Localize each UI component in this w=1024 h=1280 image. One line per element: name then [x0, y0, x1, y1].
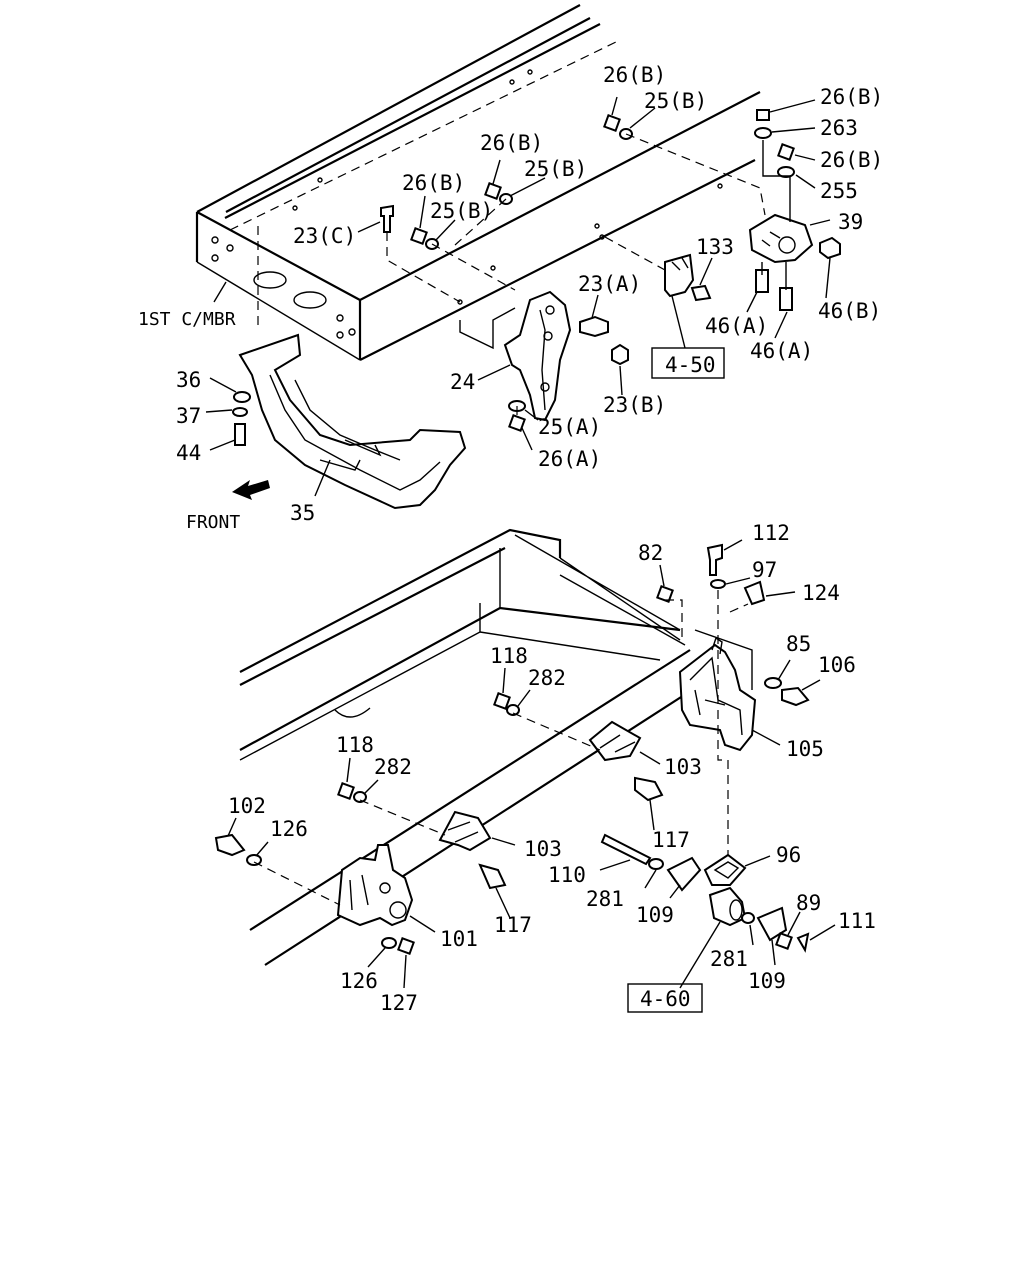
callout-126: 126 — [270, 817, 308, 841]
callout-96: 96 — [776, 843, 801, 867]
lower-fasteners — [214, 543, 810, 955]
callout-36: 36 — [176, 368, 201, 392]
callout-97: 97 — [752, 558, 777, 582]
upper-frame-rail — [195, 4, 761, 361]
callout-25B: 25(B) — [644, 89, 707, 113]
callout-46A: 46(A) — [750, 339, 813, 363]
front-direction-label: FRONT — [186, 512, 240, 533]
callout-1st-crossmember: 1ST C/MBR — [138, 309, 236, 330]
bracket-103-b — [438, 810, 492, 852]
callout-25A: 25(A) — [538, 415, 601, 439]
callout-44: 44 — [176, 441, 201, 465]
lower-frame-rail — [239, 528, 753, 966]
callout-26B: 26(B) — [820, 85, 883, 109]
callout-281: 281 — [710, 947, 748, 971]
callout-109: 109 — [748, 969, 786, 993]
callout-126: 126 — [340, 969, 378, 993]
callout-26B: 26(B) — [820, 148, 883, 172]
bracket-103-a — [588, 720, 642, 762]
callout-35: 35 — [290, 501, 315, 525]
callout-23C: 23(C) — [293, 224, 356, 248]
callout-106: 106 — [818, 653, 856, 677]
bracket-4-50 — [664, 253, 695, 298]
ref-box-4-60 — [627, 983, 703, 1013]
callout-109: 109 — [636, 903, 674, 927]
callout-23A: 23(A) — [578, 272, 641, 296]
callout-263: 263 — [820, 116, 858, 140]
callout-25B: 25(B) — [524, 157, 587, 181]
callout-26A: 26(A) — [538, 447, 601, 471]
callout-89: 89 — [796, 891, 821, 915]
callout-26B: 26(B) — [480, 131, 543, 155]
callout-46B: 46(B) — [818, 299, 881, 323]
callout-25B: 25(B) — [430, 199, 493, 223]
plate-109-b — [756, 906, 788, 942]
callout-102: 102 — [228, 794, 266, 818]
ref-box-4-50 — [651, 347, 725, 379]
bracket-101 — [336, 844, 414, 927]
bracket-39 — [748, 213, 814, 264]
callout-281: 281 — [586, 887, 624, 911]
callout-112: 112 — [752, 521, 790, 545]
callout-110: 110 — [548, 863, 586, 887]
callout-133: 133 — [696, 235, 734, 259]
mount-96 — [703, 853, 747, 886]
callout-24: 24 — [450, 370, 475, 394]
bracket-24 — [503, 290, 572, 422]
callout-23B: 23(B) — [603, 393, 666, 417]
callout-103: 103 — [664, 755, 702, 779]
callout-103: 103 — [524, 837, 562, 861]
callout-26B: 26(B) — [402, 171, 465, 195]
callout-85: 85 — [786, 632, 811, 656]
callout-124: 124 — [802, 581, 840, 605]
callout-111: 111 — [838, 909, 876, 933]
callout-118: 118 — [336, 733, 374, 757]
callout-282: 282 — [374, 755, 412, 779]
callout-101: 101 — [440, 927, 478, 951]
callout-26B: 26(B) — [603, 63, 666, 87]
callout-105: 105 — [786, 737, 824, 761]
front-arrow-icon — [232, 480, 270, 500]
callout-46A: 46(A) — [705, 314, 768, 338]
callout-117: 117 — [494, 913, 532, 937]
upper-fasteners — [232, 109, 841, 446]
callout-282: 282 — [528, 666, 566, 690]
callout-37: 37 — [176, 404, 201, 428]
plate-109-a — [666, 856, 702, 892]
callout-127: 127 — [380, 991, 418, 1015]
crossmember — [238, 333, 467, 510]
callout-117: 117 — [652, 828, 690, 852]
reference-4-60: 4-60 — [640, 987, 691, 1011]
callout-255: 255 — [820, 179, 858, 203]
callout-39: 39 — [838, 210, 863, 234]
spacer — [708, 886, 747, 927]
reference-4-50: 4-50 — [665, 353, 716, 377]
callout-82: 82 — [638, 541, 663, 565]
callout-118: 118 — [490, 644, 528, 668]
